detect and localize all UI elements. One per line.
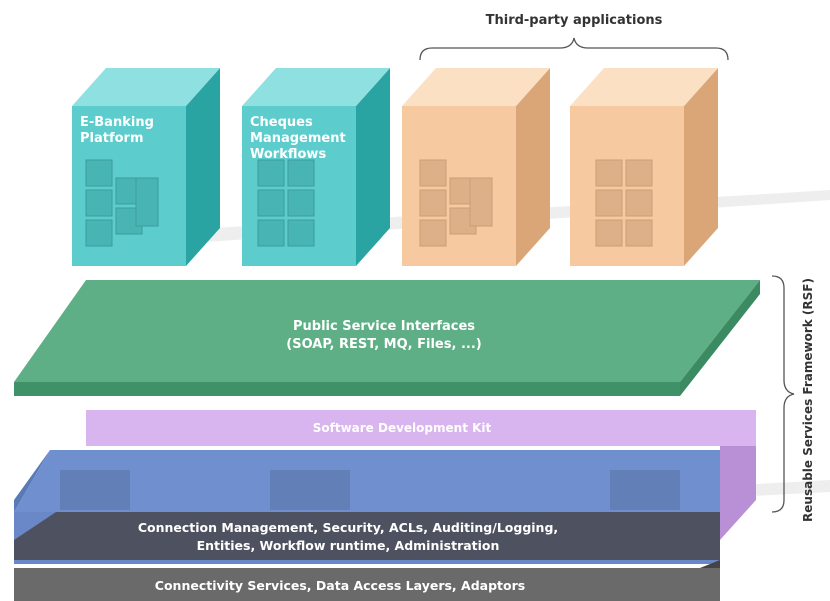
layer-sdk: Software Development Kit [86,410,756,540]
block-label-line1: E-Banking [80,115,154,130]
layer-core-services: Connection Management, Security, ACLs, A… [14,450,720,564]
layer-label: Software Development Kit [313,421,492,435]
layer-slab [14,280,760,382]
layer-connectivity: Connectivity Services, Data Access Layer… [14,560,720,601]
block-side [186,68,220,266]
block-side [684,68,718,266]
layer-label: Connectivity Services, Data Access Layer… [155,578,525,593]
block-top [72,68,220,106]
third-party-brace [419,37,729,61]
layer-label-line1: Connection Management, Security, ACLs, A… [138,520,558,535]
layer-dark-band [14,512,720,560]
block-top [570,68,718,106]
third-party-label: Third-party applications [486,13,663,28]
layer-top [14,450,720,512]
rsf-brace [771,275,795,513]
cube-icon [595,159,653,247]
cube-icon [85,159,159,247]
rsf-label: Reusable Services Framework (RSF) [801,278,815,522]
block-label-line3: Workflows [250,147,326,162]
block-third-party-2 [570,68,718,266]
layer-front [14,568,720,601]
block-top [242,68,390,106]
cube-shadows [60,470,680,510]
block-top [402,68,550,106]
cube-icon [257,159,315,247]
layer-label-line2: (SOAP, REST, MQ, Files, ...) [286,337,481,352]
layer-label-line2: Entities, Workflow runtime, Administrati… [197,538,500,553]
block-side [356,68,390,266]
layer-front [14,382,680,396]
cube-icon [419,159,493,247]
layer-front [86,410,756,446]
layer-side [680,280,760,396]
block-cheques-management: Cheques Management Workflows [242,68,390,266]
block-side [516,68,550,266]
block-e-banking: E-Banking Platform [72,68,220,266]
block-label-line2: Management [250,131,346,146]
block-label-line2: Platform [80,131,144,146]
layer-left [14,450,50,512]
layer-label-line1: Public Service Interfaces [293,319,475,334]
block-label-line1: Cheques [250,115,313,130]
block-third-party-1 [402,68,550,266]
layer-public-service-interfaces: Public Service Interfaces (SOAP, REST, M… [14,280,760,396]
